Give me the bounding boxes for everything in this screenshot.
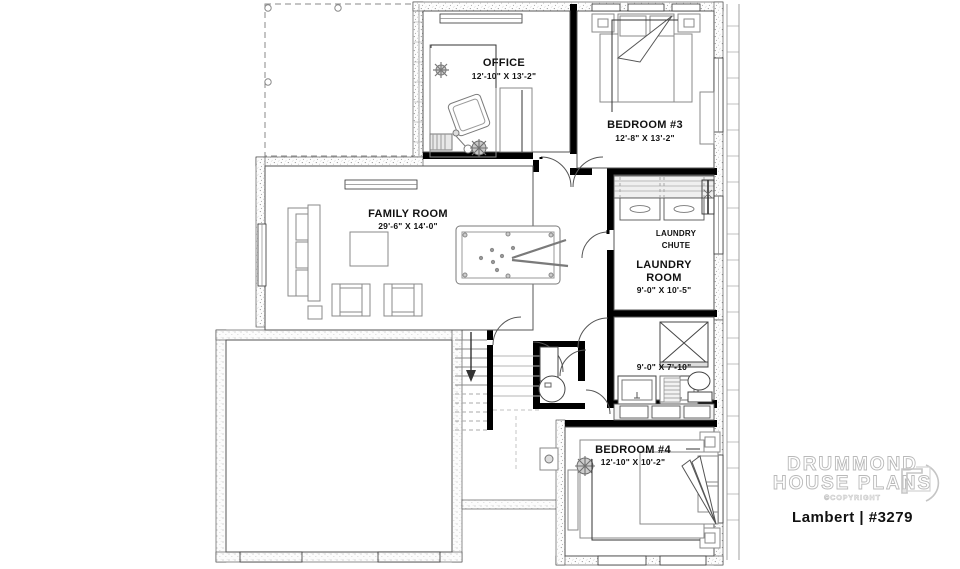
label-laundry-dim: 9'-0" X 10'-5": [637, 285, 692, 295]
label-laundry-name-1: LAUNDRY: [636, 259, 692, 271]
label-bedroom4-dim: 12'-10" X 10'-2": [601, 457, 665, 467]
label-bedroom3-name: BEDROOM #3: [607, 119, 683, 131]
deck-above-outline: [264, 3, 416, 157]
office-furniture: [429, 44, 533, 158]
label-office-name: OFFICE: [483, 57, 525, 69]
dimension-strip-right: [726, 4, 740, 560]
interior-walls: [423, 4, 717, 430]
bedroom4-furniture: [539, 431, 721, 549]
office-plant-icon: [433, 62, 449, 78]
logo-line-2: HOUSE PLANS: [772, 473, 933, 495]
dimension-strip-left: [414, 4, 422, 156]
drummond-mark-icon: [901, 464, 940, 502]
office-plant2-icon: [470, 139, 488, 157]
label-family-name: FAMILY ROOM: [368, 208, 448, 220]
label-bathroom-dim: 9'-0" X 7'-10": [637, 362, 692, 372]
office-desk-items: [429, 129, 473, 154]
label-leaders: [430, 19, 700, 541]
drummond-logo: DRUMMOND HOUSE PLANS ©COPYRIGHT Lambert …: [745, 454, 960, 545]
label-bedroom4-name: BEDROOM #4: [595, 444, 671, 456]
room-labels: OFFICE 12'-10" X 13'-2" BEDROOM #3 12'-8…: [368, 57, 696, 467]
label-laundry-chute-2: CHUTE: [662, 241, 691, 250]
logo-copyright: ©COPYRIGHT: [824, 494, 881, 502]
label-laundry-chute-1: LAUNDRY: [656, 229, 697, 238]
label-laundry-name-2: ROOM: [646, 272, 681, 284]
storage-shelves: [613, 403, 715, 421]
bedroom4-plant-icon: [575, 456, 595, 476]
staircase: [455, 332, 540, 470]
label-office-dim: 12'-10" X 13'-2": [472, 71, 536, 81]
office-chair: [447, 93, 491, 137]
plan-title: Lambert | #3279: [792, 508, 913, 526]
pool-table: [455, 225, 569, 285]
family-room-furniture: [287, 204, 569, 320]
logo-line-1: DRUMMOND: [786, 454, 919, 475]
powder-room-fixtures: [538, 346, 566, 403]
bedroom3-furniture: [591, 13, 715, 145]
label-family-dim: 29'-6" X 14'-0": [378, 221, 438, 231]
label-bedroom3-dim: 12'-8" X 13'-2": [615, 133, 675, 143]
bathroom-fixtures: [617, 321, 713, 405]
laundry-fixtures: [613, 175, 715, 221]
